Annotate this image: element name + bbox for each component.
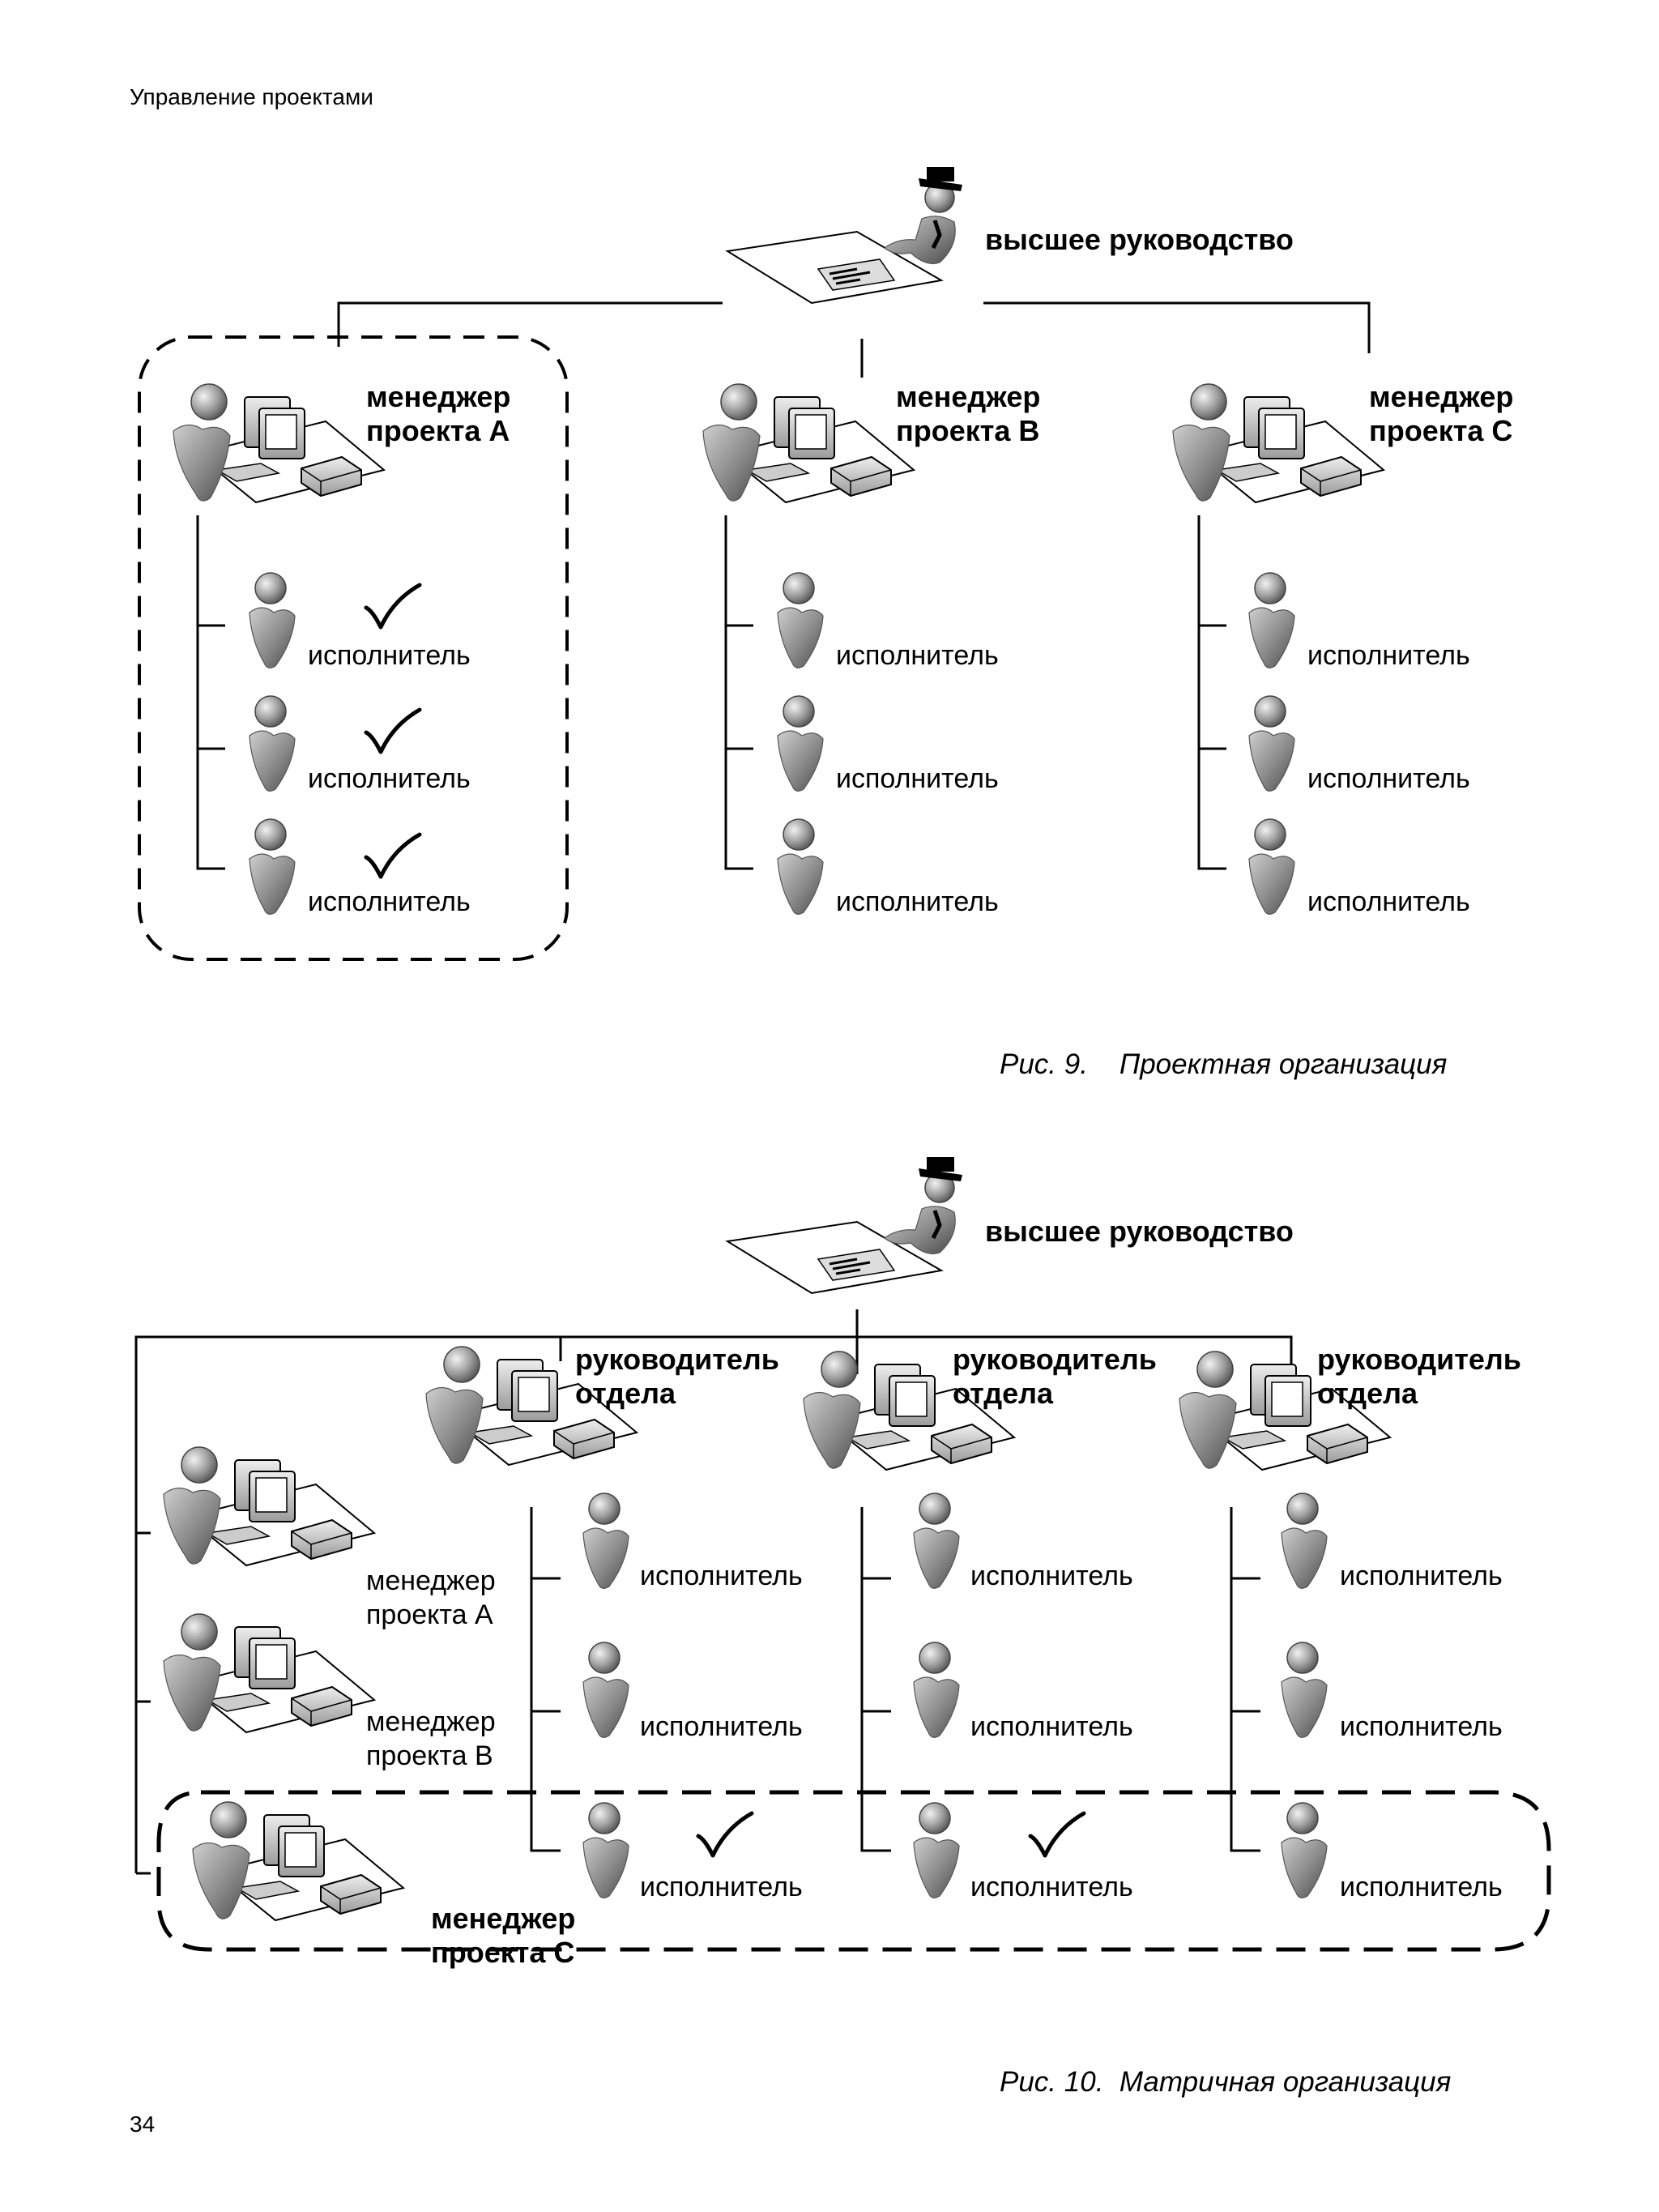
person-icon bbox=[777, 818, 824, 915]
worker-label: исполнитель bbox=[640, 1561, 803, 1591]
worker-label: исполнитель bbox=[640, 1872, 803, 1902]
person-icon bbox=[249, 572, 296, 668]
executive-icon bbox=[727, 167, 962, 303]
person-icon bbox=[1248, 818, 1295, 915]
person-icon bbox=[913, 1802, 960, 1898]
top-management-label: высшее руководство bbox=[985, 223, 1294, 256]
manager-workstation-icon bbox=[163, 1446, 375, 1566]
person-icon bbox=[913, 1492, 960, 1589]
manager-workstation-icon bbox=[173, 383, 385, 503]
checkmark-icon bbox=[366, 835, 420, 877]
worker-label: исполнитель bbox=[1307, 763, 1470, 794]
figure-10-matrix-organization: высшее руководство руководитель отдела р… bbox=[134, 1102, 1551, 1969]
pm-b-line1: менеджер bbox=[366, 1706, 496, 1737]
pm-c-line2: проекта С bbox=[431, 1936, 574, 1969]
top-management-label: высшее руководство bbox=[985, 1215, 1294, 1248]
dept-head-2-line1: руководитель bbox=[953, 1343, 1157, 1376]
worker-label: исполнитель bbox=[970, 1711, 1133, 1742]
manager-b-line1: менеджер bbox=[896, 380, 1040, 413]
manager-c-line2: проекта С bbox=[1369, 414, 1512, 447]
person-icon bbox=[1281, 1492, 1328, 1589]
checkmark-icon bbox=[1030, 1813, 1084, 1855]
person-icon bbox=[1248, 695, 1295, 792]
worker-label: исполнитель bbox=[308, 886, 471, 917]
worker-label: исполнитель bbox=[836, 886, 999, 917]
page-number: 34 bbox=[130, 2112, 156, 2137]
person-icon bbox=[777, 695, 824, 792]
dept-head-1-line2: отдела bbox=[575, 1377, 676, 1410]
project-c-highlight bbox=[156, 1790, 1551, 1952]
worker-label: исполнитель bbox=[640, 1711, 803, 1742]
manager-a-line2: проекта А bbox=[366, 414, 510, 447]
worker-label: исполнитель bbox=[1340, 1711, 1503, 1742]
pm-a-line1: менеджер bbox=[366, 1565, 496, 1596]
person-icon bbox=[1281, 1642, 1328, 1738]
checkmark-icon bbox=[366, 585, 420, 627]
worker-label: исполнитель bbox=[1307, 886, 1470, 917]
person-icon bbox=[582, 1642, 629, 1738]
manager-a-line1: менеджер bbox=[366, 380, 510, 413]
pm-b-line2: проекта В bbox=[366, 1740, 493, 1771]
manager-workstation-icon bbox=[1172, 383, 1384, 503]
manager-b-line2: проекта В bbox=[896, 414, 1039, 447]
worker-label: исполнитель bbox=[836, 763, 999, 794]
figure-9-caption: Рис. 9. Проектная организация bbox=[1000, 1048, 1448, 1080]
person-icon bbox=[777, 572, 824, 668]
figure-9-project-organization: высшее руководство менеджер проекта А ме… bbox=[138, 0, 1513, 961]
dept-head-3-line2: отдела bbox=[1317, 1377, 1418, 1410]
worker-label: исполнитель bbox=[836, 640, 999, 671]
dept-head-1-line1: руководитель bbox=[575, 1343, 779, 1376]
person-icon bbox=[582, 1492, 629, 1589]
pm-c-line1: менеджер bbox=[431, 1902, 575, 1935]
dept-head-2-line2: отдела bbox=[953, 1377, 1054, 1410]
person-icon bbox=[249, 818, 296, 915]
worker-label: исполнитель bbox=[308, 763, 471, 794]
org-lines bbox=[134, 1309, 1293, 1875]
person-icon bbox=[1281, 1802, 1328, 1898]
figure-10-caption: Рис. 10. Матричная организация bbox=[1000, 2066, 1452, 2098]
person-icon bbox=[582, 1802, 629, 1898]
running-header: Управление проектами bbox=[130, 84, 373, 109]
checkmark-icon bbox=[366, 710, 420, 752]
worker-label: исполнитель bbox=[1340, 1561, 1503, 1591]
manager-workstation-icon bbox=[702, 383, 915, 503]
executive-icon bbox=[727, 1157, 962, 1293]
pm-a-line2: проекта А bbox=[366, 1599, 493, 1630]
worker-label: исполнитель bbox=[308, 640, 471, 671]
worker-label: исполнитель bbox=[970, 1561, 1133, 1591]
worker-label: исполнитель bbox=[970, 1872, 1133, 1902]
manager-workstation-icon bbox=[192, 1801, 404, 1921]
person-icon bbox=[1248, 572, 1295, 668]
person-icon bbox=[913, 1642, 960, 1738]
person-icon bbox=[249, 695, 296, 792]
manager-workstation-icon bbox=[163, 1613, 375, 1733]
worker-label: исполнитель bbox=[1307, 640, 1470, 671]
dept-head-3-line1: руководитель bbox=[1317, 1343, 1521, 1376]
checkmark-icon bbox=[698, 1813, 752, 1855]
manager-c-line1: менеджер bbox=[1369, 380, 1513, 413]
worker-label: исполнитель bbox=[1340, 1872, 1503, 1902]
org-lines bbox=[196, 301, 1371, 870]
project-a-highlight bbox=[138, 335, 569, 961]
